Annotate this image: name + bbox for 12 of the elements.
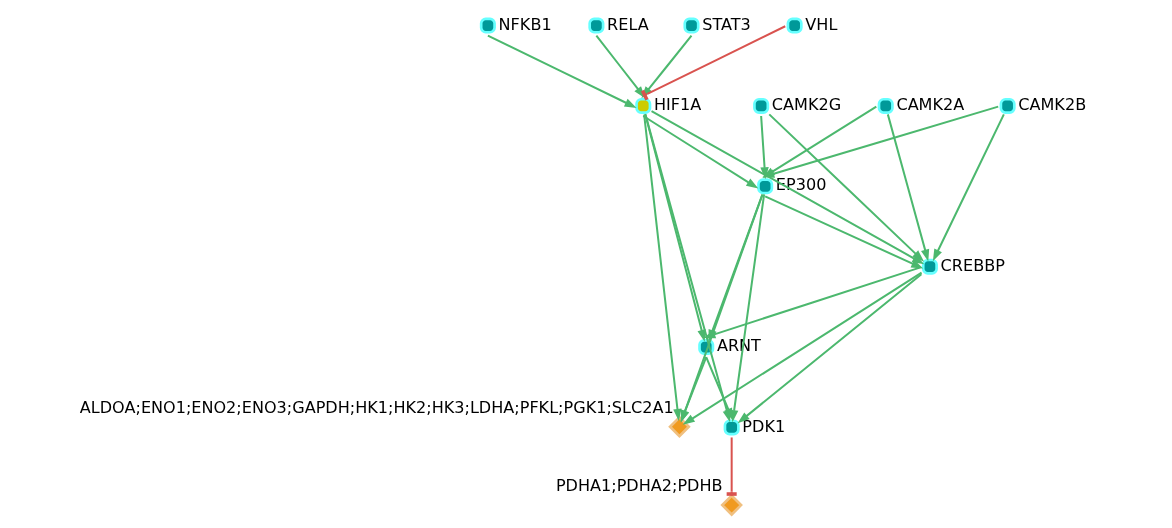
- node-label: PDK1: [742, 416, 786, 436]
- node-label: CREBBP: [940, 255, 1005, 275]
- node-label: NFKB1: [498, 14, 552, 34]
- node-label: STAT3: [702, 14, 751, 34]
- node-label: CAMK2A: [896, 95, 965, 115]
- node-label: HIF1A: [653, 95, 702, 115]
- node-label: PDHA1;PDHA2;PDHB: [555, 476, 723, 496]
- node-label: CAMK2B: [1018, 95, 1087, 115]
- node-label: CAMK2G: [771, 95, 842, 115]
- node-label: RELA: [607, 14, 649, 34]
- node-label: ALDOA;ENO1;ENO2;ENO3;GAPDH;HK1;HK2;HK3;LDHA;PFKL;PGK1;SLC2A1: [79, 397, 674, 417]
- node-label: VHL: [805, 14, 838, 34]
